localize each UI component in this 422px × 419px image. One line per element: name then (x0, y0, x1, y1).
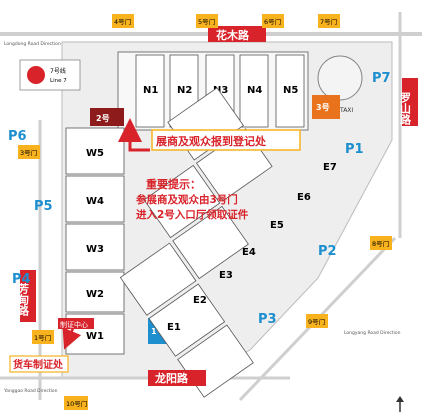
parking-p4[interactable]: P4 (12, 272, 31, 287)
hall-e2[interactable] (148, 283, 226, 357)
hall-n1[interactable] (135, 54, 165, 128)
taxi-label: TAXI (339, 107, 353, 114)
hall-w4-label: W4 (86, 196, 104, 207)
gate-10[interactable]: 10号门 (64, 396, 88, 410)
hall-e5-label: E5 (270, 220, 284, 231)
truck-cert-label: 货车制证处 (13, 358, 64, 371)
gate-9[interactable]: 9号门 (306, 314, 328, 328)
fangdian-road-sign (20, 270, 36, 322)
north-arrow (396, 396, 404, 412)
svg-text:4号门: 4号门 (114, 17, 131, 26)
hall-n5-label: N5 (283, 85, 298, 96)
parking-p2[interactable]: P2 (318, 244, 337, 259)
hall-n2-label: N2 (177, 85, 192, 96)
entrance-hall-2-label: 2号 (96, 114, 110, 123)
svg-text:9号门: 9号门 (308, 317, 325, 326)
gate-5[interactable]: 5号门 (196, 14, 218, 28)
metro-station-en: Line 7 (50, 78, 67, 84)
parking-p1[interactable]: P1 (345, 142, 364, 157)
truck-cert-box (9, 355, 69, 373)
huamu-road-label: 花木路 (216, 28, 250, 42)
fangdian-road-label: 芳甸路 (17, 282, 31, 317)
luoshan-road-sign (402, 78, 418, 126)
gate-1[interactable]: 1号门 (32, 330, 54, 344)
metro-station: 7号线 Line 7 (19, 59, 81, 91)
entrance-hall-2[interactable] (90, 108, 124, 126)
svg-text:10号门: 10号门 (66, 399, 87, 408)
parking-p5[interactable]: P5 (34, 199, 53, 214)
metro-station-label: 7号线 (50, 67, 66, 75)
gate-6[interactable]: 6号门 (262, 14, 284, 28)
notice-title: 重要提示： (146, 177, 201, 191)
hall-e4-label: E4 (242, 247, 256, 258)
hall-w2-label: W2 (86, 289, 104, 300)
yanggao-direction: Yanggao Road Direction (3, 388, 58, 394)
gate-3[interactable]: 3号门 (18, 145, 40, 159)
entrance-hall-3-label: 3号 (316, 103, 330, 112)
luoshan-road-label: 罗山路 (399, 92, 412, 126)
hall-n5[interactable] (275, 54, 305, 128)
parking-p7[interactable]: P7 (372, 71, 391, 86)
hall-w1-label: W1 (86, 331, 104, 342)
west-halls: W5 W4 W3 W2 W1 (65, 127, 125, 355)
plaza-circle (317, 55, 363, 101)
hall-n3-label: N3 (213, 85, 228, 96)
svg-text:8号门: 8号门 (372, 239, 389, 248)
parking-p6[interactable]: P6 (8, 129, 27, 144)
hall-e7-label: E7 (323, 162, 337, 173)
hall-n1-label: N1 (143, 85, 158, 96)
notice-line-2: 进入2号入口厅领取证件 (136, 208, 249, 221)
huamu-road-sign (208, 26, 266, 42)
cert-arrow (62, 325, 82, 350)
hall-e5[interactable] (143, 164, 221, 239)
svg-text:3号门: 3号门 (20, 148, 37, 157)
hall-w2[interactable] (65, 271, 125, 313)
metro-icon (27, 66, 45, 84)
gate-8[interactable]: 8号门 (370, 236, 392, 250)
registration-box (151, 129, 301, 151)
hall-e4[interactable] (172, 205, 249, 280)
hall-e3-label: E3 (219, 270, 233, 281)
cert-center-label: 制证中心 (60, 320, 88, 329)
registration-arrow (118, 118, 150, 152)
hall-w4[interactable] (65, 175, 125, 223)
hall-w5-label: W5 (86, 148, 104, 159)
parking-p3[interactable]: P3 (258, 312, 277, 327)
hall-e6-label: E6 (297, 192, 311, 203)
svg-text:5号门: 5号门 (198, 17, 215, 26)
entrance-hall-3[interactable] (312, 95, 340, 119)
hall-e2-label: E2 (193, 295, 207, 306)
hall-w3[interactable] (65, 223, 125, 271)
svg-text:6号门: 6号门 (264, 17, 281, 26)
svg-text:1号门: 1号门 (34, 333, 51, 342)
hall-e3[interactable] (119, 242, 197, 316)
registration-label: 展商及观众报到登记处 (155, 134, 267, 148)
hall-n4-label: N4 (247, 85, 262, 96)
longdong-direction: Longdong Road Direction (4, 41, 61, 47)
hall-w5[interactable] (65, 127, 125, 175)
svg-text:7号门: 7号门 (320, 17, 337, 26)
hall-n4[interactable] (239, 54, 269, 128)
hall-w3-label: W3 (86, 244, 104, 255)
hall-e1-label: E1 (167, 322, 181, 333)
cert-center-box (58, 318, 94, 329)
gate-4[interactable]: 4号门 (112, 14, 134, 28)
longyang-road-sign (148, 370, 206, 386)
notice-line-1: 参展商及观众由3号门 (136, 193, 238, 206)
gate-7[interactable]: 7号门 (318, 14, 340, 28)
longyang-road-label: 龙阳路 (154, 371, 189, 385)
longyang-direction: Longyang Road Direction (344, 330, 401, 336)
